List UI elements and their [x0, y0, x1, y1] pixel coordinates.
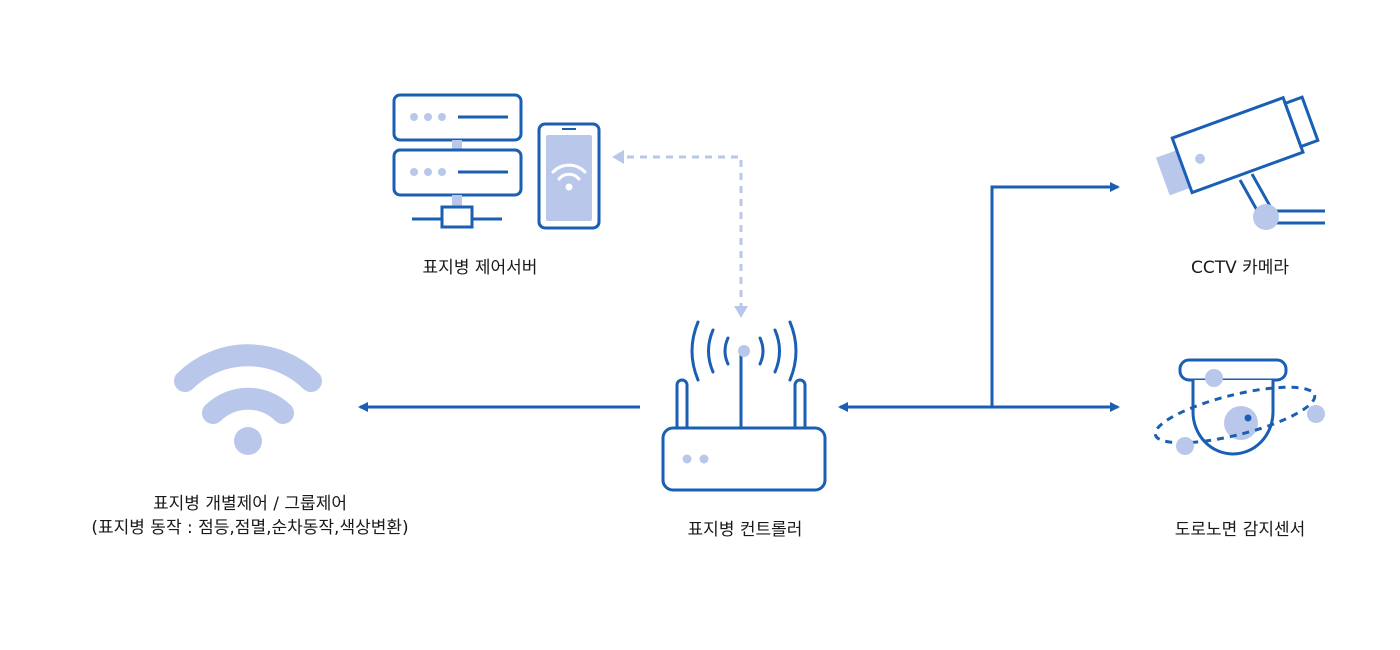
controller-to-devices-links — [838, 182, 1120, 412]
dome-sensor-icon — [1153, 358, 1325, 456]
cctv-camera-icon — [1156, 95, 1325, 230]
cctv-label: CCTV 카메라 — [1190, 258, 1290, 278]
server-stack-icon — [392, 93, 523, 229]
wifi-signal-icon — [174, 344, 322, 455]
server-controller-link — [612, 150, 748, 318]
controller-label: 표지병 컨트롤러 — [687, 520, 803, 540]
sensor-label: 도로노면 감지센서 — [1174, 520, 1306, 540]
wifi-control-label: 표지병 개별제어 / 그룹제어 (표지병 동작 : 점등,점멸,순차동작,색상변… — [40, 492, 460, 540]
server-label: 표지병 제어서버 — [422, 258, 538, 278]
wifi-control-label-line2: (표지병 동작 : 점등,점멸,순차동작,색상변환) — [91, 518, 409, 538]
wifi-control-label-line1: 표지병 개별제어 / 그룹제어 — [153, 494, 347, 514]
wireless-router-icon — [661, 320, 827, 492]
smartphone-wifi-icon — [537, 122, 601, 230]
